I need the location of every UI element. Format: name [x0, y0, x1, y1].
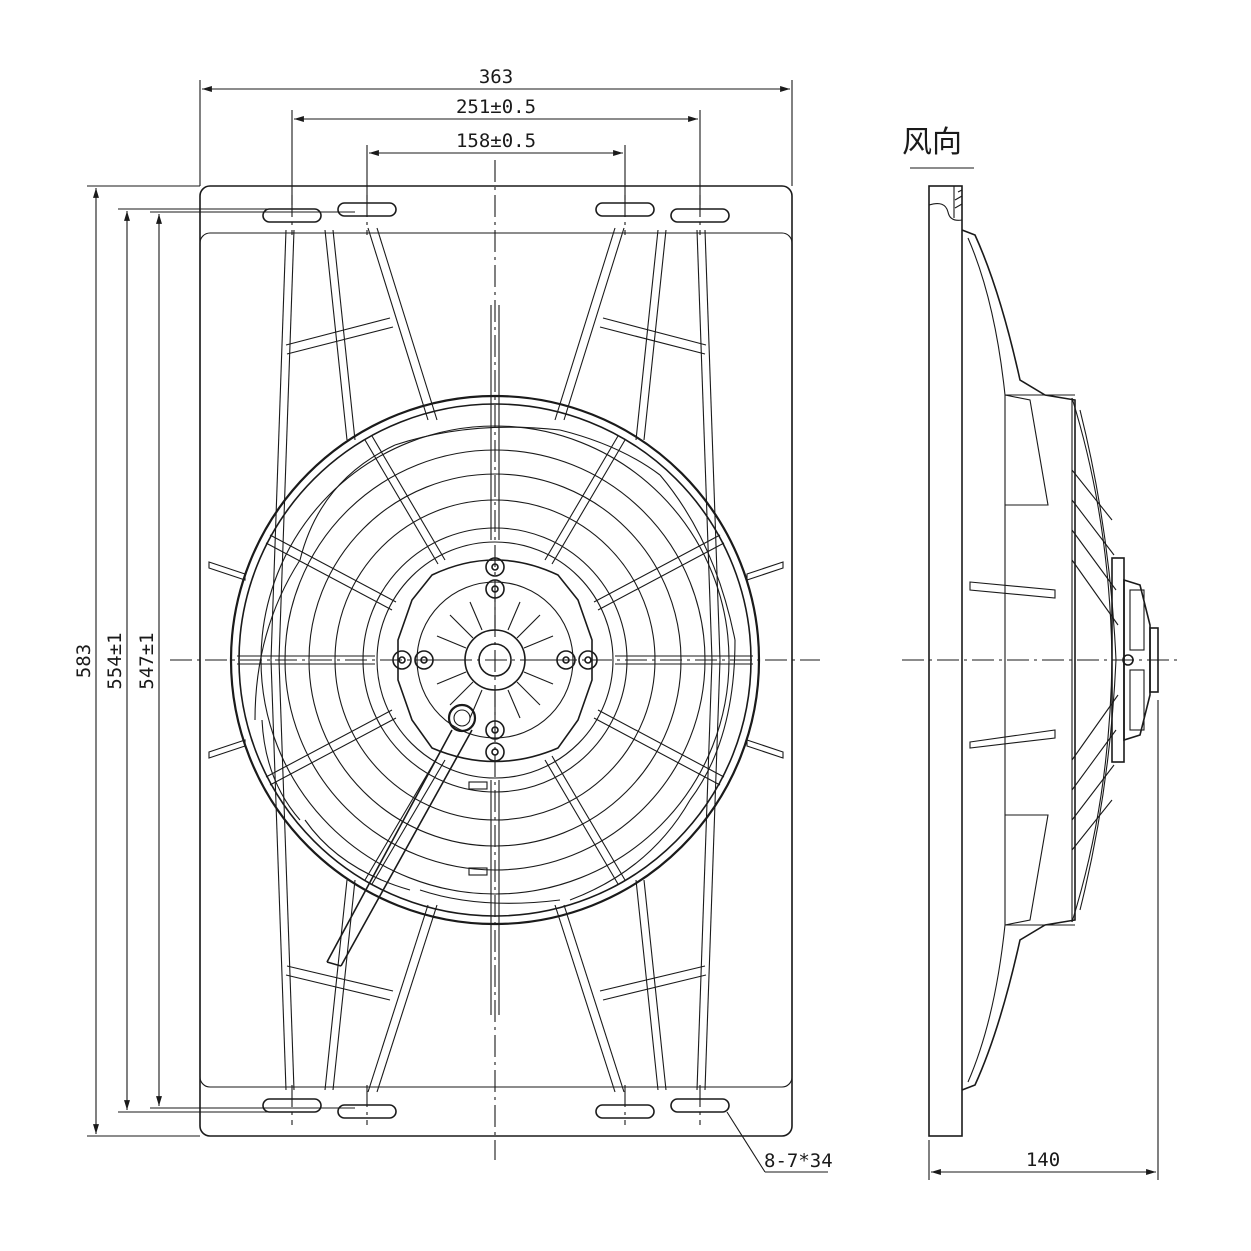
dim-hole-spacing-outer: 251±0.5 [456, 96, 536, 118]
front-view [170, 160, 820, 1160]
dim-hole-spacing-inner: 158±0.5 [456, 130, 536, 152]
air-direction-label: 风向 [902, 125, 962, 160]
guard-struts [270, 227, 721, 1093]
dim-overall-width: 363 [479, 66, 513, 88]
balance-clip [468, 867, 488, 876]
side-shroud-profile [961, 229, 1076, 1091]
dim-depth: 140 [1026, 1149, 1060, 1171]
dim-hole-height-outer: 554±1 [104, 632, 126, 689]
fan-blades [254, 426, 736, 904]
dim-overall-height: 583 [73, 644, 95, 678]
frame-outer [199, 185, 793, 1137]
dim-hole-height-inner: 547±1 [136, 632, 158, 689]
grille-spokes [237, 305, 753, 1015]
side-view: 风向 [902, 125, 1178, 1180]
balance-clip [468, 781, 488, 790]
side-frame-plate [928, 185, 963, 1137]
dimension-lines: 363 251±0.5 158±0.5 583 554±1 547±1 8-7*… [73, 66, 833, 1173]
power-cable [326, 703, 477, 967]
slot-callout: 8-7*34 [764, 1150, 833, 1172]
